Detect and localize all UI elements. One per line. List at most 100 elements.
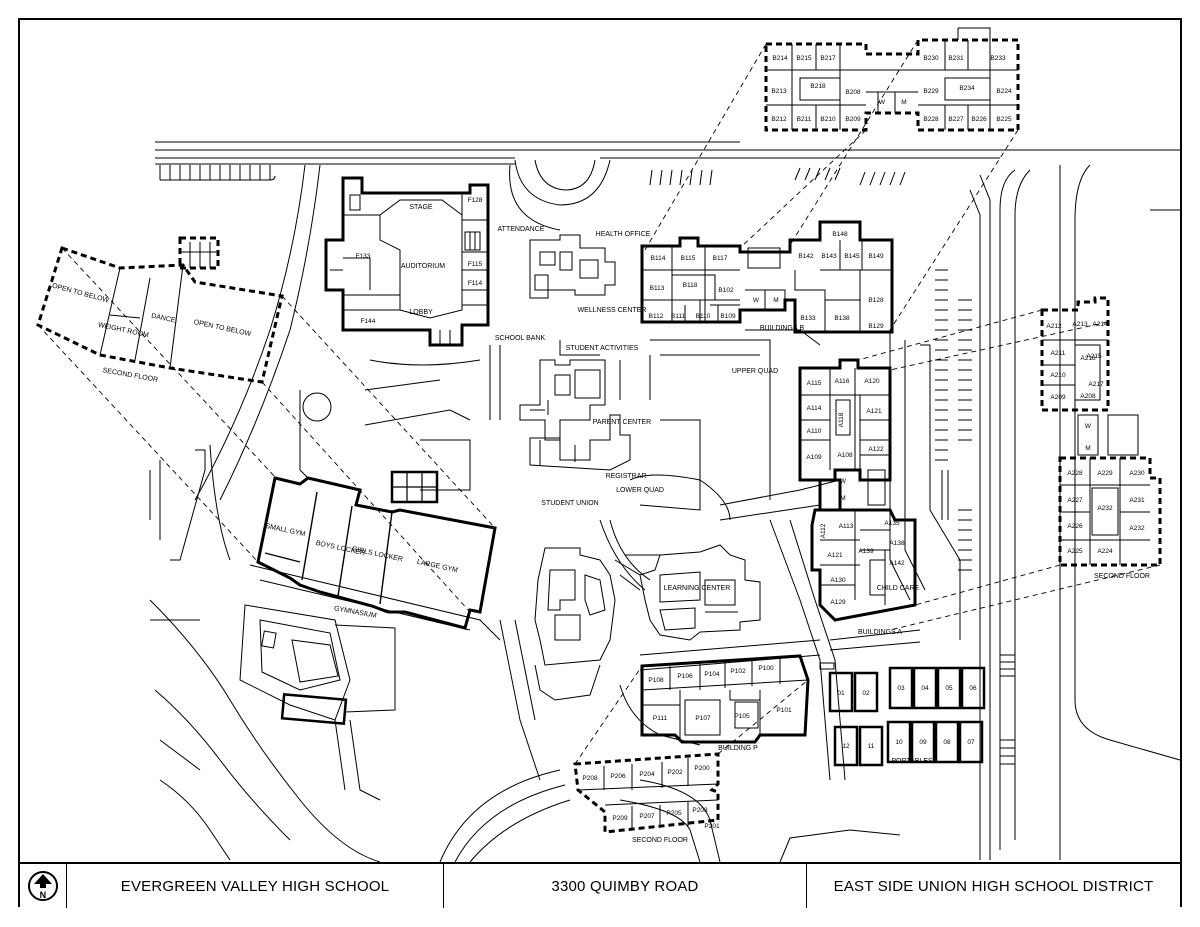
drop-off-loop — [509, 159, 611, 231]
room-label: B148 — [832, 231, 848, 238]
learning-center-building — [614, 544, 761, 641]
auditorium-walls — [330, 193, 488, 345]
label-buildings-a: BUILDINGS A — [858, 629, 902, 636]
room-label: A227 — [1067, 497, 1083, 504]
room-label: B214 — [772, 55, 788, 62]
room-label: B212 — [771, 116, 787, 123]
room-label: P200 — [694, 765, 710, 772]
room-label: B229 — [923, 88, 939, 95]
parking-stripes — [935, 269, 1015, 765]
label-building-p: BUILDING P — [718, 745, 758, 752]
label-child-care: CHILD CARE — [877, 585, 920, 592]
room-label: P105 — [734, 713, 750, 720]
room-label: A232 — [1097, 505, 1113, 512]
room-label: B111 — [671, 313, 686, 320]
restroom-label: W — [753, 297, 760, 304]
room-label: B117 — [713, 255, 728, 262]
label-health-office: HEALTH OFFICE — [596, 231, 651, 238]
label-small-gym: SMALL GYM — [265, 523, 306, 538]
room-label: A113 — [839, 523, 854, 530]
room-label: B227 — [948, 116, 964, 123]
room-label: B129 — [868, 323, 884, 330]
label-large-gym: LARGE GYM — [416, 559, 458, 575]
room-label: A212 — [1046, 323, 1062, 330]
room-label: A109 — [806, 454, 822, 461]
portable-label: 07 — [967, 739, 975, 746]
room-label: B118 — [683, 282, 698, 289]
room-label: A230 — [1129, 470, 1145, 477]
room-label: B142 — [798, 253, 814, 260]
room-label: B110 — [696, 313, 711, 320]
leader-lines — [37, 39, 1161, 765]
room-label: P203 — [692, 807, 708, 814]
restroom-label: W — [1085, 423, 1092, 430]
p-second-floor — [573, 752, 720, 834]
restroom-label: W — [840, 478, 847, 485]
room-label: B149 — [868, 253, 884, 260]
room-label: P102 — [730, 668, 746, 675]
room-label: P205 — [666, 810, 682, 817]
room-label: P209 — [612, 815, 628, 822]
circle-feature-small — [311, 400, 325, 414]
label-stage: STAGE — [409, 204, 433, 211]
a-building-walls — [800, 368, 890, 605]
room-label: A213 — [1072, 321, 1088, 328]
gym-second-floor-walls — [99, 242, 218, 369]
label-parent-center: PARENT CENTER — [593, 419, 651, 426]
room-label: B133 — [800, 315, 816, 322]
b-second-floor-walls — [766, 27, 1018, 130]
restroom-label: M — [773, 297, 778, 304]
room-label: B102 — [718, 287, 734, 294]
room-label: B217 — [820, 55, 836, 62]
label-learning-center: LEARNING CENTER — [664, 585, 731, 592]
room-label: A115 — [807, 380, 822, 387]
p-building-ground — [640, 654, 810, 744]
label-wellness-center: WELLNESS CENTER — [578, 307, 647, 314]
room-label: B209 — [845, 116, 861, 123]
label-portables: PORTABLES — [891, 758, 933, 765]
room-label: B231 — [948, 55, 964, 62]
room-label: B128 — [868, 297, 884, 304]
room-label: B145 — [844, 253, 860, 260]
restroom-label: W — [879, 99, 886, 106]
north-arrow-icon: N — [20, 864, 66, 908]
room-label: B113 — [650, 285, 665, 292]
room-label: A129 — [830, 599, 846, 606]
room-label: B230 — [923, 55, 939, 62]
room-label: F114 — [468, 280, 483, 287]
room-label: A217 — [1088, 381, 1104, 388]
room-label: P111 — [653, 715, 668, 722]
room-label: B210 — [820, 116, 836, 123]
room-label: A135 — [884, 520, 900, 527]
label-buildings-b: BUILDINGS B — [760, 325, 805, 332]
room-label: B233 — [990, 55, 1006, 62]
school-address: 3300 QUIMBY ROAD — [443, 864, 806, 908]
street-bottom — [439, 769, 901, 863]
room-label: B211 — [797, 116, 812, 123]
room-label: A120 — [864, 378, 880, 385]
restroom-label: M — [840, 495, 845, 502]
label-gymnasium: GYMNASIUM — [333, 605, 377, 619]
label-open-to-below-2: OPEN TO BELOW — [193, 319, 252, 338]
room-label: A228 — [1067, 470, 1083, 477]
room-label: A229 — [1097, 470, 1113, 477]
portable-label: 11 — [868, 743, 875, 750]
room-label: A208 — [1080, 393, 1096, 400]
label-lower-quad: LOWER QUAD — [616, 487, 664, 494]
room-label: B224 — [996, 88, 1012, 95]
room-label: A226 — [1067, 523, 1083, 530]
room-label: F128 — [468, 197, 483, 204]
portable-label: 03 — [897, 685, 905, 692]
room-label: F115 — [468, 261, 483, 268]
room-label: P204 — [639, 771, 655, 778]
label-student-activities: STUDENT ACTIVITIES — [566, 345, 639, 352]
room-label: A224 — [1097, 548, 1113, 555]
room-label: A209 — [1050, 394, 1066, 401]
restroom-label: M — [901, 99, 906, 106]
room-label: A211 — [1051, 350, 1066, 357]
room-label: B218 — [810, 83, 826, 90]
portable-porch — [819, 662, 835, 670]
label-second-floor-gym: SECOND FLOOR — [102, 367, 158, 384]
a-second-floor-walls — [1042, 310, 1150, 565]
